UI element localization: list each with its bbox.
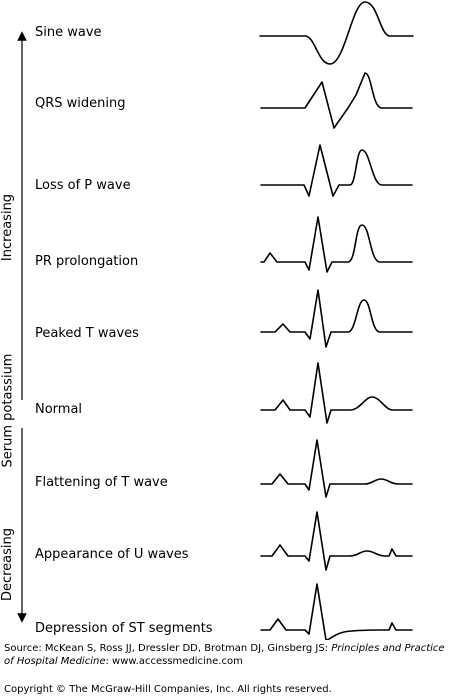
trace-appearance-of-u-waves [260,511,413,571]
trace-flattening-of-t-wave [260,439,413,498]
row-label-depression-of-st-segments: Depression of ST segments [35,621,213,636]
side-label-increasing: Increasing [0,193,16,262]
row-label-sine-wave: Sine wave [35,25,102,40]
trace-depression-of-st-segments [260,583,413,641]
source-citation: Source: McKean S, Ross JJ, Dressler DD, … [4,642,452,668]
copyright-notice: Copyright © The McGraw-Hill Companies, I… [4,684,332,695]
trace-qrs-widening [260,72,413,129]
trace-peaked-t-waves [260,289,413,348]
source-book-title: Principles and Practice of Hospital Medi… [4,643,445,667]
side-label-decreasing: Decreasing [0,527,16,602]
trace-pr-prolongation [260,216,413,273]
trace-sine-wave [259,1,414,65]
trace-loss-of-p-wave [260,144,413,197]
row-label-normal: Normal [35,402,83,417]
row-label-peaked-t-waves: Peaked T waves [35,326,139,341]
row-label-appearance-of-u-waves: Appearance of U waves [35,547,189,562]
row-label-flattening-of-t-wave: Flattening of T wave [35,475,168,490]
row-label-qrs-widening: QRS widening [35,96,126,111]
row-label-pr-prolongation: PR prolongation [35,254,139,269]
side-label-serum-potassium: Serum potassium [0,353,16,468]
ecg-potassium-diagram: Sine wave QRS widening Loss of P wave PR… [0,1,414,641]
row-label-loss-of-p-wave: Loss of P wave [35,178,131,193]
trace-normal [260,362,413,424]
source-suffix: : www.accessmedicine.com [105,656,243,667]
source-prefix: Source: McKean S, Ross JJ, Dressler DD, … [4,643,332,654]
diagram-canvas [17,1,414,641]
